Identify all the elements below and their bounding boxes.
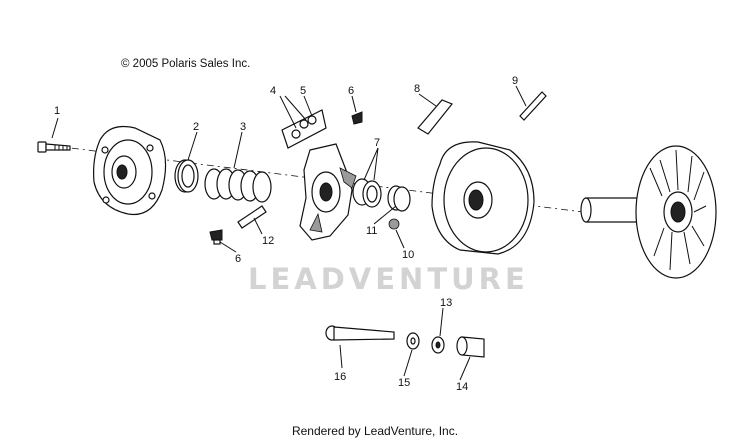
callout-10: 10 xyxy=(402,249,414,261)
part-spring xyxy=(204,168,272,203)
copyright-notice: © 2005 Polaris Sales Inc. xyxy=(121,58,251,70)
callout-14: 14 xyxy=(456,381,468,393)
part-clip xyxy=(417,99,453,135)
callout-13: 13 xyxy=(440,297,452,309)
footer-credit: Rendered by LeadVenture, Inc. xyxy=(291,424,459,438)
callout-1: 1 xyxy=(54,105,60,117)
part-rollers xyxy=(281,109,327,149)
callout-15: 15 xyxy=(398,377,410,389)
part-bushing xyxy=(174,159,199,193)
callout-16: 16 xyxy=(334,371,346,383)
leader-lines xyxy=(51,85,527,381)
part-small-nut xyxy=(388,218,400,230)
part-long-bolt xyxy=(519,91,547,121)
callout-8: 8 xyxy=(414,83,420,95)
callout-5: 5 xyxy=(300,85,306,97)
callout-7: 7 xyxy=(374,137,380,149)
part-screw-upper xyxy=(351,111,363,125)
callout-6-lower: 6 xyxy=(235,253,241,265)
part-spider xyxy=(299,143,357,241)
part-sheave xyxy=(431,141,535,255)
part-washers xyxy=(352,178,382,208)
part-screw-lower xyxy=(209,229,223,245)
callout-11: 11 xyxy=(366,225,377,237)
callout-9: 9 xyxy=(512,75,518,87)
part-pin xyxy=(237,205,267,229)
part-bolt xyxy=(37,141,71,153)
callout-3: 3 xyxy=(240,121,246,133)
part-cover xyxy=(93,125,167,216)
callout-6-upper: 6 xyxy=(348,85,354,97)
part-spacer xyxy=(387,185,411,212)
part-washer-13 xyxy=(431,336,445,354)
callout-12: 12 xyxy=(262,235,274,247)
part-washer-15 xyxy=(406,332,420,350)
part-bushing-14 xyxy=(456,336,485,358)
part-fixed-sheave xyxy=(580,145,717,279)
part-long-bolt-16 xyxy=(325,325,395,341)
callout-2: 2 xyxy=(193,121,199,133)
callout-4: 4 xyxy=(270,85,276,97)
watermark: LEADVENTURE xyxy=(248,262,529,296)
callout-numbers: 1 2 3 4 5 6 6 7 8 9 10 11 12 13 14 15 16 xyxy=(54,75,518,393)
